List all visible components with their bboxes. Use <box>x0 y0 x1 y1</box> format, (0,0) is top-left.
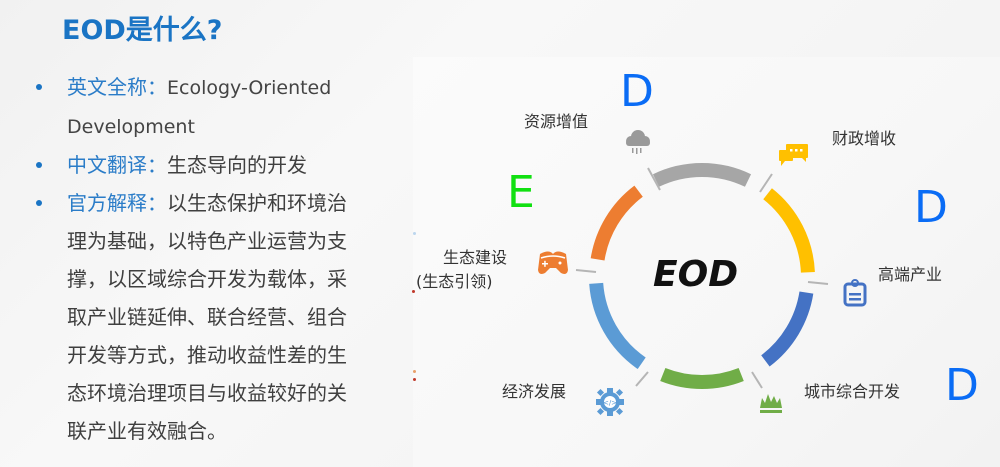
label-ecological-lead: (生态引领) <box>416 272 493 291</box>
letter-d-top: D <box>620 66 654 117</box>
ring-segment-finance <box>763 188 815 273</box>
stray-dot <box>413 370 416 373</box>
center-eod-label: EOD <box>653 254 739 295</box>
connector-line <box>807 281 829 285</box>
cloud-rain-icon <box>626 130 650 154</box>
stray-dot <box>413 232 416 235</box>
bullet-dot <box>36 200 42 206</box>
label-urban-development: 城市综合开发 <box>804 382 901 401</box>
connector-line <box>759 173 773 193</box>
letter-d-bottom: D <box>945 360 979 411</box>
letter-e: E <box>507 167 535 218</box>
definition-list: 英文全称：Ecology-Oriented Development 中文翻译：生… <box>36 68 396 450</box>
label-fiscal-revenue: 财政增收 <box>832 129 897 148</box>
grass-icon <box>760 394 782 413</box>
bullet-dot <box>36 162 42 168</box>
bullet-key: 官方解释 <box>67 191 147 215</box>
bullet-value-cont: Development <box>67 116 195 138</box>
chat-bubbles-icon <box>779 144 808 166</box>
bullet-value: 生态导向的开发 <box>167 153 307 177</box>
ring-segment-ecology <box>590 185 643 261</box>
ring-segment-industry <box>761 291 814 367</box>
connector-line <box>635 371 649 387</box>
svg-text:</>: </> <box>603 399 617 407</box>
label-economic-development: 经济发展 <box>502 382 567 401</box>
gear-code-icon: </> <box>596 388 624 416</box>
page-title: EOD是什么? <box>62 15 223 46</box>
bullet-dot <box>36 84 42 90</box>
clipboard-icon <box>843 279 867 307</box>
letter-d-right: D <box>914 182 948 233</box>
ring-segment-urban <box>660 367 744 390</box>
connector-line <box>751 371 763 389</box>
label-ecological-construction: 生态建设 <box>443 248 508 267</box>
bullet-english-name: 英文全称：Ecology-Oriented Development <box>36 68 396 146</box>
bullet-key: 英文全称 <box>67 75 147 99</box>
stray-dot <box>412 290 415 293</box>
label-resource-value: 资源增值 <box>524 112 589 131</box>
stray-dot <box>413 378 416 381</box>
bullet-chinese-translation: 中文翻译：生态导向的开发 <box>36 146 396 184</box>
bullet-value: Ecology-Oriented <box>167 77 332 99</box>
label-high-end-industry: 高端产业 <box>878 265 943 284</box>
diagram-panel <box>413 57 1000 467</box>
connector-line <box>647 167 661 191</box>
connector-line <box>575 269 597 273</box>
bullet-key: 中文翻译 <box>67 153 147 177</box>
ring-segment-resource <box>652 163 752 187</box>
ring-segment-economy <box>589 282 646 370</box>
gamepad-icon <box>538 251 568 274</box>
bullet-official-explanation: 官方解释：以生态保护和环境治 理为基础，以特色产业运营为支 撑，以区域综合开发为… <box>36 184 396 450</box>
